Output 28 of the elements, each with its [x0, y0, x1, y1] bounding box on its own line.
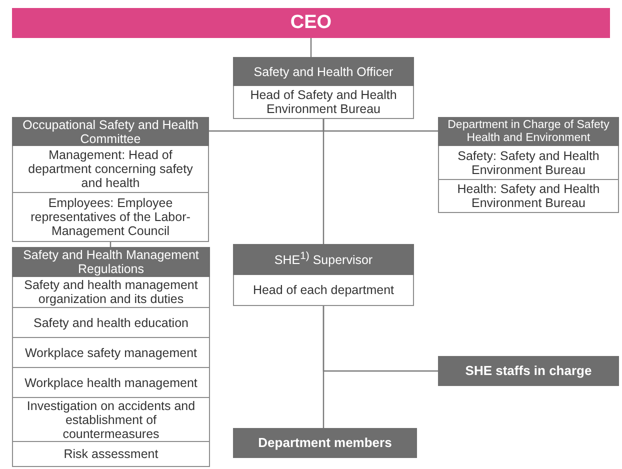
connector-line: [322, 306, 324, 428]
body-text: Management: Head of department concerning safety and health: [12, 146, 209, 193]
box-label: Department members: [233, 428, 417, 458]
body-text: Head of each department: [233, 275, 414, 306]
header-label: Safety and Health Management Regulations: [12, 247, 210, 277]
org-card: [12, 247, 210, 467]
body-text: Employees: Employee representatives of the Labor-Management Council: [12, 193, 209, 242]
header-label: Department in Charge of Safety Health and Environment: [438, 117, 619, 146]
body-text: Workplace safety management: [12, 338, 210, 368]
body-text: Safety and health education: [12, 308, 210, 338]
ceo-label: CEO: [12, 8, 610, 38]
connector-line: [310, 38, 312, 57]
org-card: [233, 244, 414, 306]
header-label: Safety and Health Officer: [233, 57, 414, 86]
header-label: Occupational Safety and Health Committee: [12, 117, 209, 146]
org-card: [12, 117, 209, 242]
org-card: [233, 57, 414, 119]
body-text: Safety and health management organization and its duties: [12, 277, 210, 308]
header-label: SHE$^{1)}$ Supervisor: [233, 244, 414, 275]
body-text: Investigation on accidents and establishment of countermeasures: [12, 398, 210, 442]
body-text: Safety: Safety and Health Environment Bureau: [438, 146, 619, 180]
body-text: Health: Safety and Health Environment Bureau: [438, 180, 619, 213]
body-text: Workplace health management: [12, 368, 210, 398]
connector-line: [322, 119, 324, 244]
org-card: [438, 117, 619, 213]
box-label: SHE staffs in charge: [438, 356, 619, 386]
body-text: Head of Safety and Health Environment Bureau: [233, 86, 414, 119]
body-text: Risk assessment: [12, 442, 210, 467]
